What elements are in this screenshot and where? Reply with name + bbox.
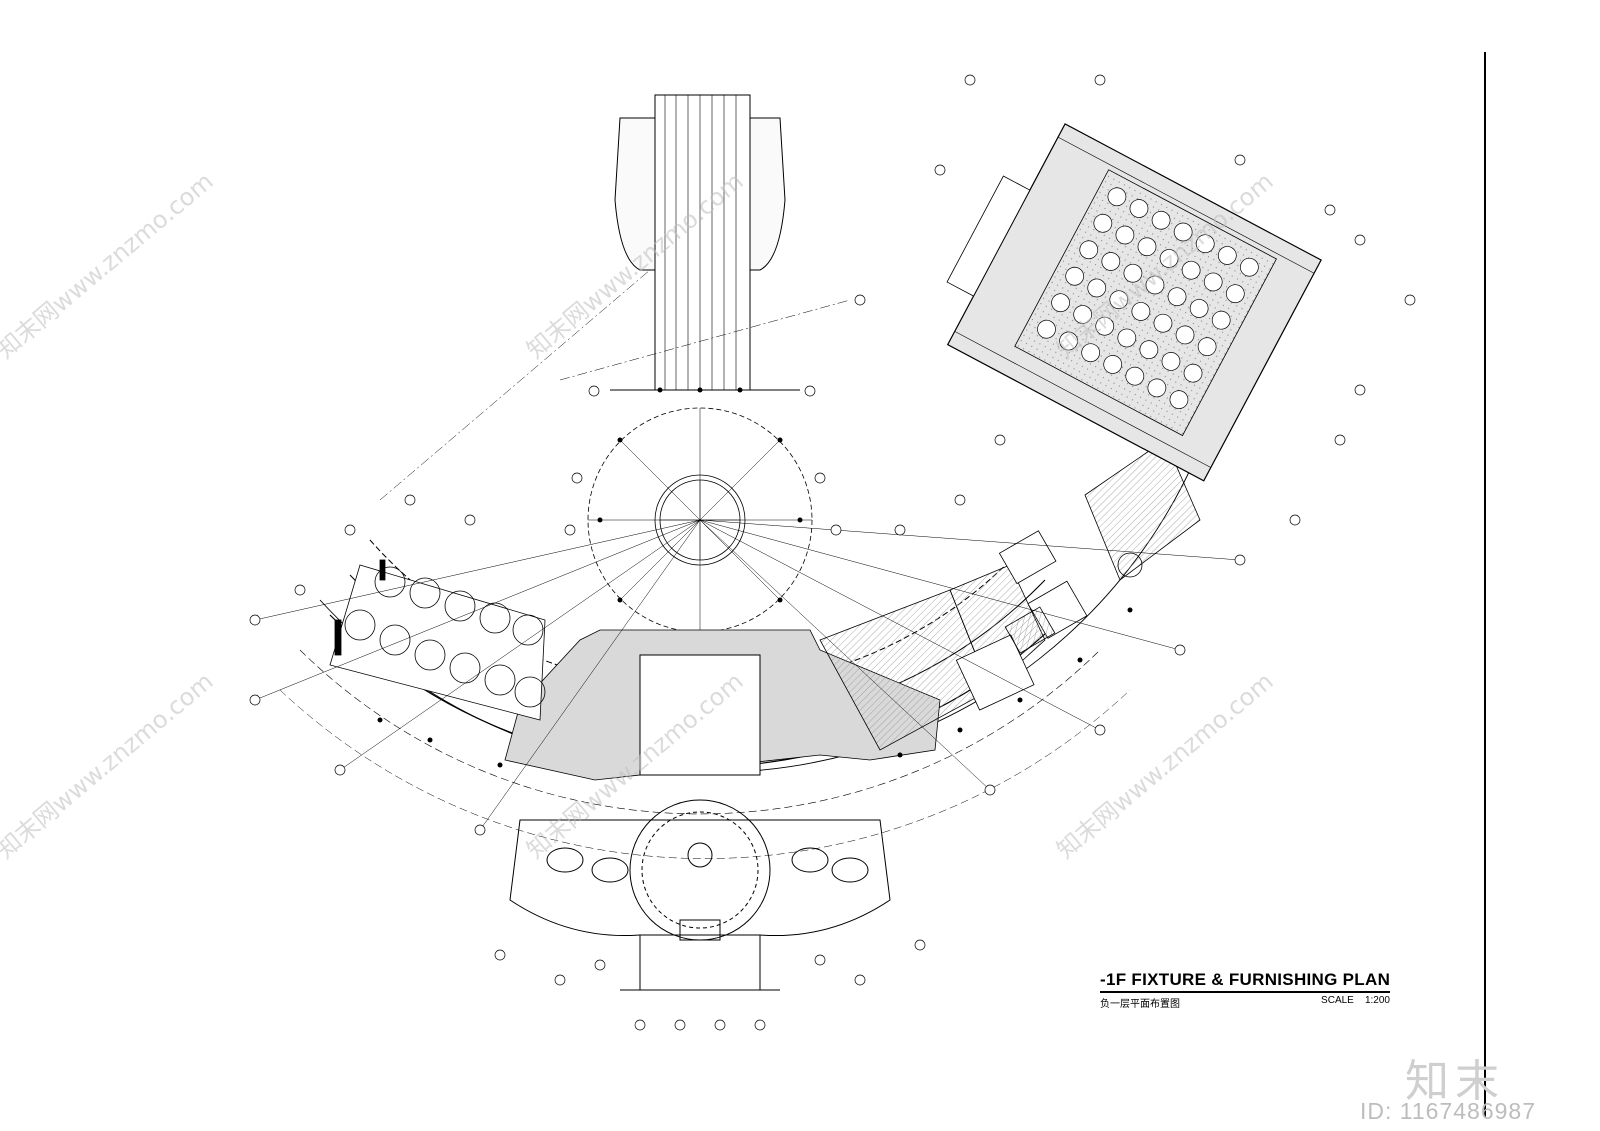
plan-subtitle-cn: 负一层平面布置图 [1100,999,1180,1010]
right-wing-rooms [819,439,1201,751]
left-wing-rooms [329,559,546,721]
plan-title: -1F FIXTURE & FURNISHING PLAN [1100,970,1391,989]
grid-axes [254,269,1241,831]
core-block [639,654,761,776]
scale-label: SCALE [1321,995,1354,1006]
lower-lobby [509,799,891,991]
scale-value: 1:200 [1364,995,1390,1006]
watermark-id: ID: 1167486987 [1360,1098,1536,1124]
plan-scale: SCALE 1:200 [1321,995,1390,1010]
frame-border-line [1484,52,1486,1117]
title-block: -1F FIXTURE & FURNISHING PLAN 负一层平面布置图 S… [1100,970,1390,1010]
title-underline [1100,991,1390,993]
axis-bubbles [249,74,1416,1031]
title-subline: 负一层平面布置图 SCALE 1:200 [1100,995,1390,1010]
banquet-hall [946,123,1322,482]
watermark-logo: 知末 [1405,1056,1505,1107]
columns [377,387,1133,768]
